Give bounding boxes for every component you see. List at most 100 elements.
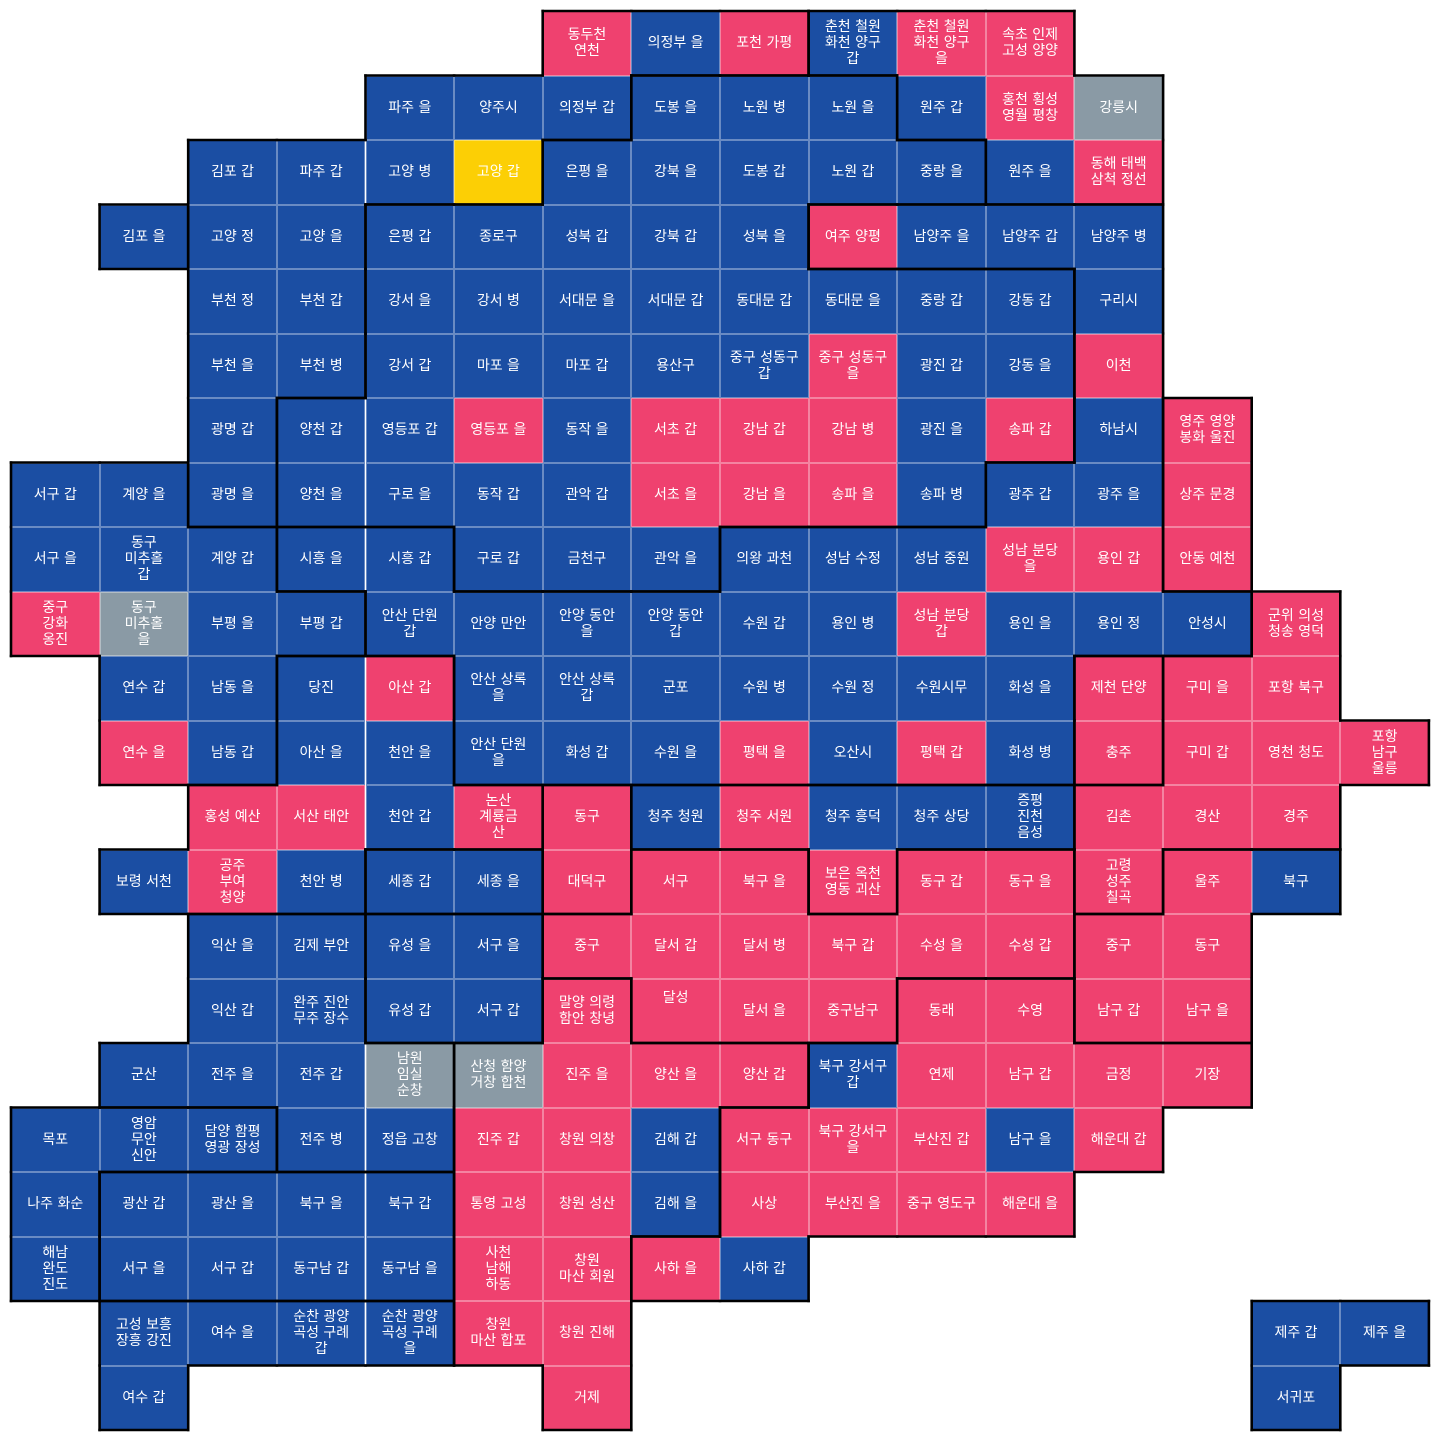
district-cell[interactable]: 관악 갑 xyxy=(542,462,632,527)
district-cell[interactable]: 강서 을 xyxy=(365,269,455,334)
district-cell[interactable]: 양산 을 xyxy=(631,1043,720,1108)
district-cell[interactable]: 김제 부안 xyxy=(276,914,366,979)
district-cell[interactable]: 강서 병 xyxy=(454,269,543,334)
district-cell[interactable]: 안양 동안 을 xyxy=(542,591,632,656)
district-cell[interactable]: 군산 xyxy=(99,1043,189,1108)
district-cell[interactable]: 도봉 을 xyxy=(631,75,720,140)
district-cell[interactable]: 구미 갑 xyxy=(1163,720,1252,785)
district-cell[interactable]: 포천 가평 xyxy=(720,11,809,76)
district-cell[interactable]: 사하 을 xyxy=(631,1236,720,1301)
district-cell[interactable]: 중구 강화 옹진 xyxy=(11,591,100,656)
district-cell[interactable]: 영등포 을 xyxy=(454,398,543,463)
district-cell[interactable]: 남양주 갑 xyxy=(985,204,1075,269)
district-cell[interactable]: 논산 계룡금 산 xyxy=(454,785,543,850)
district-cell[interactable]: 대덕구 xyxy=(542,849,632,914)
district-cell[interactable]: 군위 의성 청송 영덕 xyxy=(1251,591,1341,656)
district-cell[interactable]: 동작 을 xyxy=(542,398,632,463)
district-cell[interactable]: 화성 병 xyxy=(985,720,1075,785)
district-cell[interactable]: 용산구 xyxy=(631,333,720,398)
district-cell[interactable]: 제주 을 xyxy=(1340,1301,1429,1366)
district-cell[interactable]: 노원 을 xyxy=(808,75,898,140)
district-cell[interactable]: 아산 을 xyxy=(276,720,366,785)
district-cell[interactable]: 계양 을 xyxy=(99,462,189,527)
district-cell[interactable]: 수원시무 xyxy=(897,656,986,721)
district-cell[interactable]: 담양 함평 영광 장성 xyxy=(188,1107,277,1172)
district-cell[interactable]: 김포 갑 xyxy=(188,140,277,205)
district-cell[interactable]: 동구 미추홀 을 xyxy=(99,591,189,656)
district-cell[interactable]: 나주 화순 xyxy=(11,1172,100,1237)
district-cell[interactable]: 안산 상록 을 xyxy=(454,656,543,721)
district-cell[interactable]: 안산 단원 갑 xyxy=(365,591,455,656)
district-cell[interactable]: 연제 xyxy=(897,1043,986,1108)
district-cell[interactable]: 거제 xyxy=(542,1365,632,1430)
district-cell[interactable]: 남구 갑 xyxy=(985,1043,1075,1108)
district-cell[interactable]: 달서 병 xyxy=(720,914,809,979)
district-cell[interactable]: 여수 갑 xyxy=(99,1365,189,1430)
district-cell[interactable]: 광진 을 xyxy=(897,398,986,463)
district-cell[interactable]: 강릉시 xyxy=(1074,75,1163,140)
district-cell[interactable]: 홍성 예산 xyxy=(188,785,277,850)
district-cell[interactable]: 남양주 병 xyxy=(1074,204,1163,269)
district-cell[interactable]: 북구 을 xyxy=(276,1172,366,1237)
district-cell[interactable]: 용인 정 xyxy=(1074,591,1163,656)
district-cell[interactable]: 창원 의창 xyxy=(542,1107,632,1172)
district-cell[interactable]: 은평 을 xyxy=(542,140,632,205)
district-cell[interactable]: 서초 을 xyxy=(631,462,720,527)
district-cell[interactable]: 광주 을 xyxy=(1074,462,1163,527)
district-cell[interactable]: 김해 갑 xyxy=(631,1107,720,1172)
district-cell[interactable]: 강북 갑 xyxy=(631,204,720,269)
district-cell[interactable]: 달서 을 xyxy=(720,978,809,1043)
district-cell[interactable]: 은평 갑 xyxy=(365,204,455,269)
district-cell[interactable]: 청주 흥덕 xyxy=(808,785,898,850)
district-cell[interactable]: 용인 을 xyxy=(985,591,1075,656)
district-cell[interactable]: 순찬 광양 곡성 구례 갑 xyxy=(276,1301,366,1366)
district-cell[interactable]: 부평 갑 xyxy=(276,591,366,656)
district-cell[interactable]: 속초 인제 고성 양양 xyxy=(985,11,1075,76)
district-cell[interactable]: 진주 을 xyxy=(542,1043,632,1108)
district-cell[interactable]: 서대문 을 xyxy=(542,269,632,334)
district-cell[interactable]: 관악 을 xyxy=(631,527,720,592)
district-cell[interactable]: 동구 갑 xyxy=(897,849,986,914)
district-cell[interactable]: 천안 병 xyxy=(276,849,366,914)
district-cell[interactable]: 증평 진천 음성 xyxy=(985,785,1075,850)
district-cell[interactable]: 서구 을 xyxy=(99,1236,189,1301)
district-cell[interactable]: 완주 진안 무주 장수 xyxy=(276,978,366,1043)
district-cell[interactable]: 군포 xyxy=(631,656,720,721)
district-cell[interactable]: 기장 xyxy=(1163,1043,1252,1108)
district-cell[interactable]: 영주 영양 봉화 울진 xyxy=(1163,398,1252,463)
district-cell[interactable]: 진주 갑 xyxy=(454,1107,543,1172)
district-cell[interactable]: 시흥 갑 xyxy=(365,527,455,592)
district-cell[interactable]: 김포 을 xyxy=(99,204,189,269)
district-cell[interactable]: 동대문 갑 xyxy=(720,269,809,334)
district-cell[interactable]: 고성 보흥 장흥 강진 xyxy=(99,1301,189,1366)
district-cell[interactable]: 해운대 을 xyxy=(985,1172,1075,1237)
district-cell[interactable]: 송파 을 xyxy=(808,462,898,527)
district-cell[interactable]: 남동 갑 xyxy=(188,720,277,785)
district-cell[interactable]: 평택 갑 xyxy=(897,720,986,785)
district-cell[interactable]: 성북 갑 xyxy=(542,204,632,269)
district-cell[interactable]: 당진 xyxy=(276,656,366,721)
district-cell[interactable]: 금정 xyxy=(1074,1043,1163,1108)
district-cell[interactable]: 성북 을 xyxy=(720,204,809,269)
district-cell[interactable]: 원주 을 xyxy=(985,140,1075,205)
district-cell[interactable]: 수원 병 xyxy=(720,656,809,721)
district-cell[interactable]: 부천 갑 xyxy=(276,269,366,334)
district-cell[interactable]: 포항 북구 xyxy=(1251,656,1341,721)
district-cell[interactable]: 안산 단원 을 xyxy=(454,720,543,785)
district-cell[interactable]: 동구남 갑 xyxy=(276,1236,366,1301)
district-cell[interactable]: 양천 을 xyxy=(276,462,366,527)
district-cell[interactable]: 종로구 xyxy=(454,204,543,269)
district-cell[interactable]: 성남 수정 xyxy=(808,527,898,592)
district-cell[interactable]: 동작 갑 xyxy=(454,462,543,527)
district-cell[interactable]: 계양 갑 xyxy=(188,527,277,592)
district-cell[interactable]: 창원 성산 xyxy=(542,1172,632,1237)
district-cell[interactable]: 서구 동구 xyxy=(720,1107,809,1172)
district-cell[interactable]: 상주 문경 xyxy=(1163,462,1252,527)
district-cell[interactable]: 경주 xyxy=(1251,785,1341,850)
district-cell[interactable]: 광주 갑 xyxy=(985,462,1075,527)
district-cell[interactable]: 중구 성동구 갑 xyxy=(720,333,809,398)
district-cell[interactable]: 창원 마산 회원 xyxy=(542,1236,632,1301)
district-cell[interactable]: 광산 갑 xyxy=(99,1172,189,1237)
district-cell[interactable]: 천안 을 xyxy=(365,720,455,785)
district-cell[interactable]: 여수 을 xyxy=(188,1301,277,1366)
